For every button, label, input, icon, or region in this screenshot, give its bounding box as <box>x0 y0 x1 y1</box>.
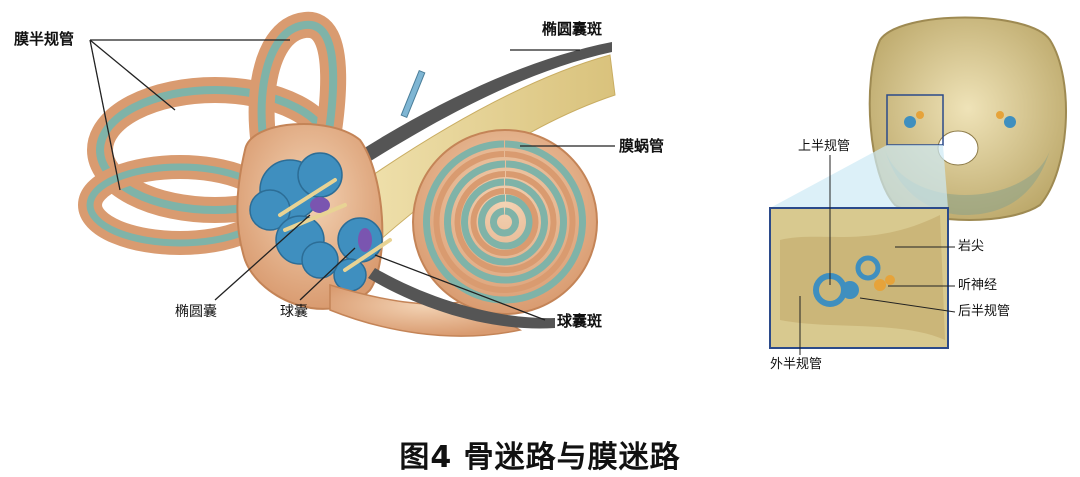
small-labyrinth-right <box>996 111 1016 128</box>
nerve-fibres <box>278 178 392 272</box>
figure-caption: 图4 骨迷路与膜迷路 <box>399 440 681 475</box>
label-lateral-canal: 外半规管 <box>770 357 823 372</box>
utricular-macula-purple <box>310 197 330 213</box>
inner-ear-illustration <box>78 11 616 337</box>
leader-lines-left <box>89 39 615 321</box>
small-labyrinth-left <box>904 111 924 128</box>
small-tube <box>400 69 426 119</box>
skull-base-illustration <box>769 16 1068 355</box>
label-superior-canal: 上半规管 <box>798 139 851 154</box>
label-saccular-macula: 球囊斑 <box>557 312 603 330</box>
zoom-connector <box>770 145 948 208</box>
label-cochlear-duct: 膜蜗管 <box>619 137 665 155</box>
label-posterior-canal: 后半规管 <box>958 304 1011 319</box>
saccular-macula-purple <box>358 228 372 252</box>
label-saccule: 球囊 <box>280 304 308 320</box>
membrane-strip-bottom <box>368 268 555 329</box>
label-semicircular-ducts: 膜半规管 <box>14 30 75 48</box>
leader-lines-right <box>799 155 956 355</box>
label-auditory-nerve: 听神经 <box>958 278 998 293</box>
cochlea <box>329 129 598 337</box>
label-utricular-macula: 椭圆囊斑 <box>542 20 603 38</box>
label-utricle: 椭圆囊 <box>175 304 217 320</box>
label-petrous-apex: 岩尖 <box>958 239 985 254</box>
